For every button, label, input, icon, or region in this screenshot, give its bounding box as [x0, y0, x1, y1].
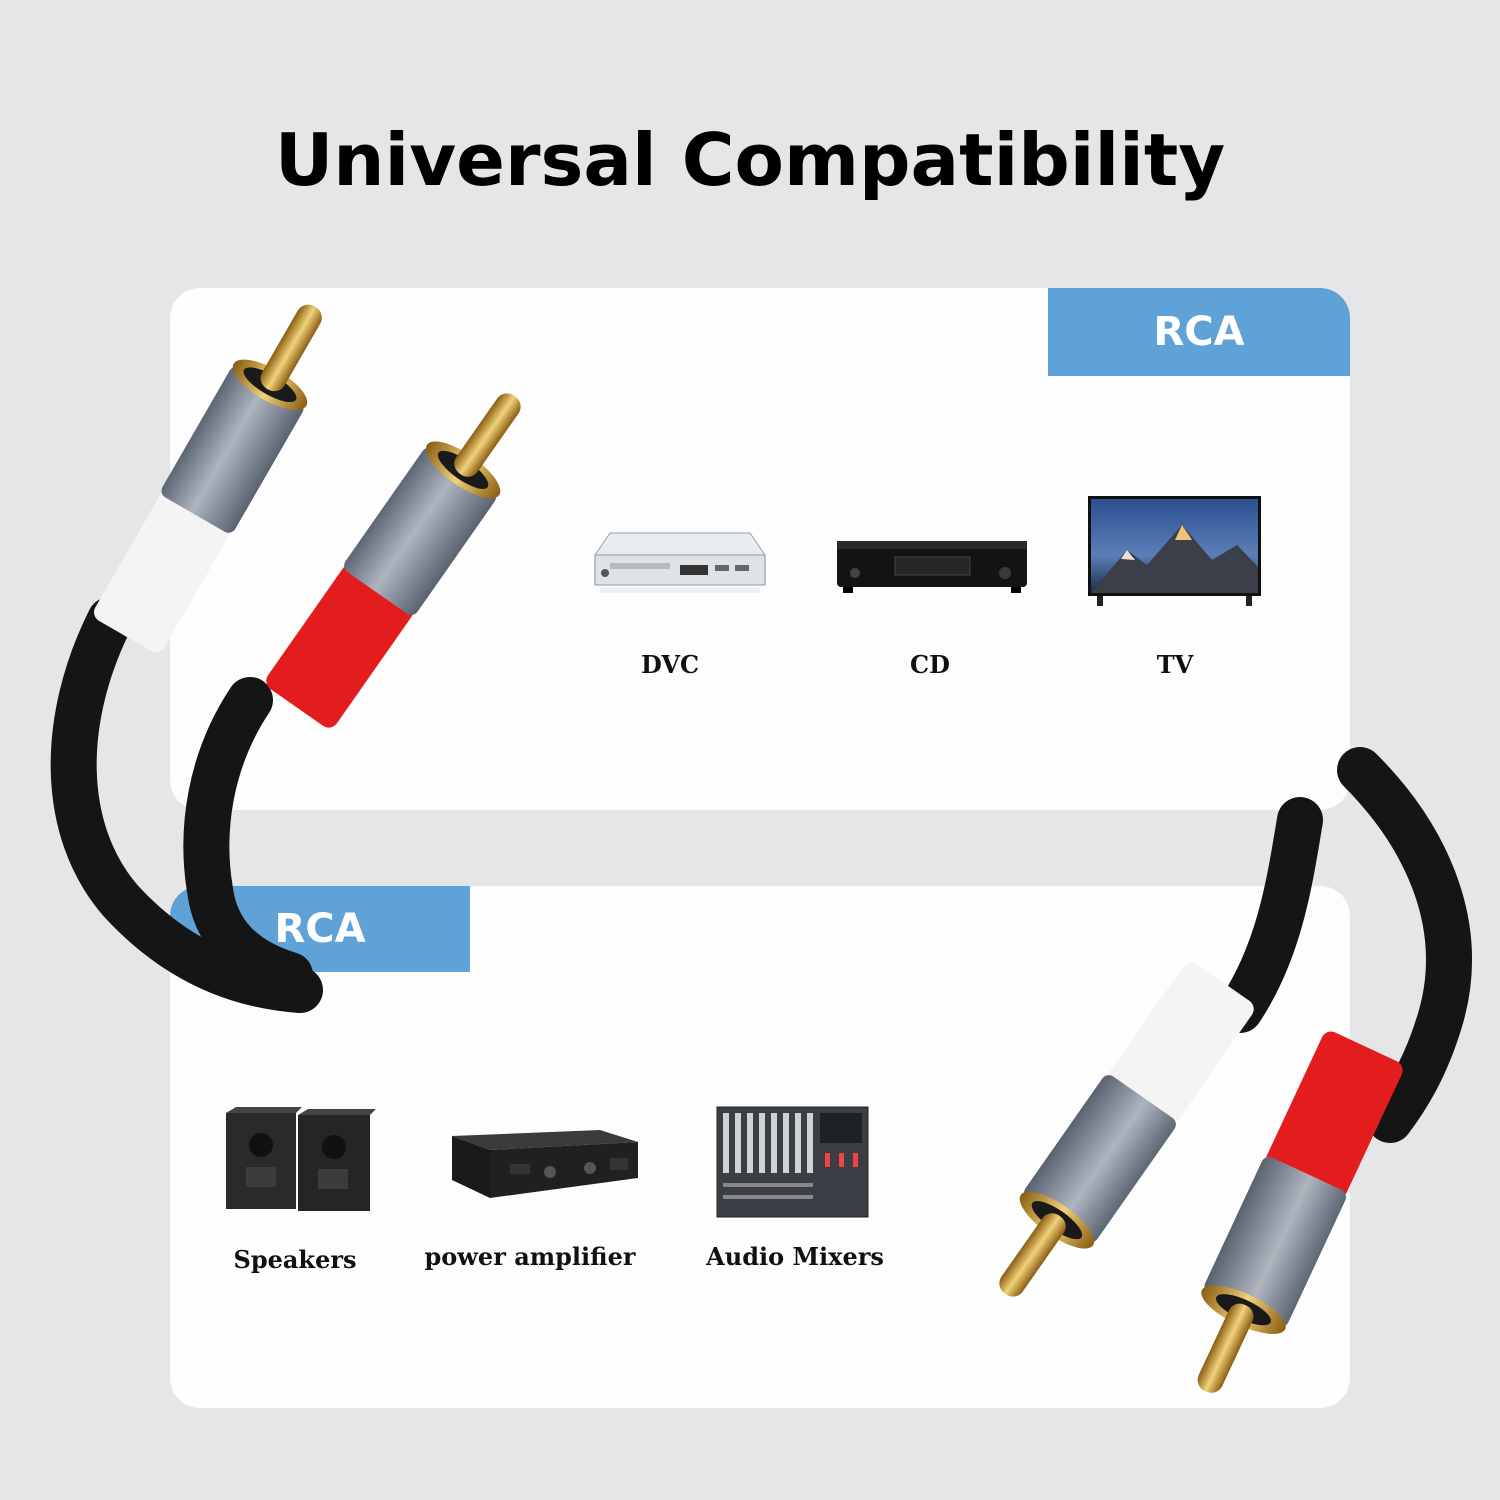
dvd-player-icon [594, 532, 766, 593]
tv-label: TV [1156, 650, 1194, 679]
speakers-label: Speakers [233, 1245, 357, 1274]
mixer-label: Audio Mixers [706, 1242, 884, 1271]
speakers-device [222, 1105, 377, 1217]
amplifier-label: power amplifier [424, 1242, 636, 1271]
cd-label: CD [910, 650, 950, 679]
bottom-rca-tag: RCA [170, 886, 470, 972]
dvd-label: DVC [640, 650, 700, 679]
cable-right-upper [1337, 747, 1472, 1143]
tv-device [1087, 495, 1262, 607]
amplifier-device [450, 1128, 640, 1200]
speakers-icon [226, 1107, 376, 1211]
audio-mixer-icon [716, 1106, 869, 1218]
cd-player-icon [837, 541, 1027, 593]
page-title: Universal Compatibility [274, 118, 1226, 203]
tv-icon [1088, 496, 1261, 606]
cd-device [835, 535, 1030, 595]
dvd-device [590, 525, 770, 600]
top-rca-tag: RCA [1048, 288, 1350, 376]
power-amplifier-icon [452, 1130, 638, 1198]
mixer-device [715, 1105, 870, 1220]
